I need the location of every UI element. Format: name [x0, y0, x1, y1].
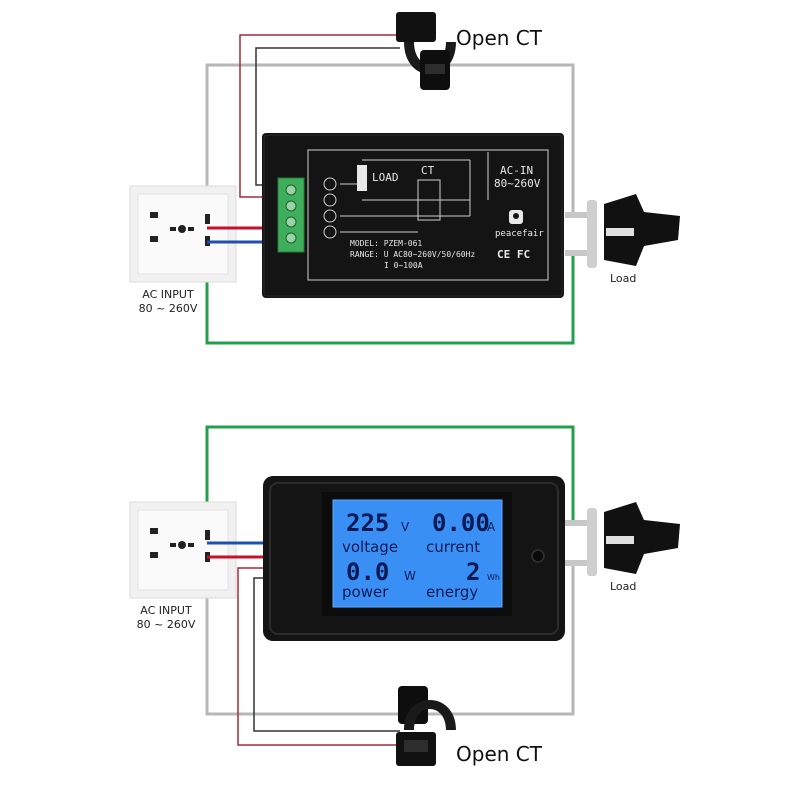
- voltage-unit: V: [401, 520, 410, 534]
- ac-input-title-top: AC INPUT: [142, 288, 194, 301]
- panel-range-line-u: RANGE: U AC80~260V/50/60Hz: [350, 250, 475, 259]
- top-green-wire: [205, 238, 575, 345]
- power-value: 0.0: [346, 558, 389, 586]
- panel-ac-in-label: AC-IN: [500, 164, 533, 177]
- lcd-screen: [333, 500, 502, 607]
- top-diagram: LOAD CT AC-IN 80~260V peacefair CE FC MO…: [129, 12, 680, 345]
- bottom-green-wire: [205, 425, 575, 525]
- open-ct-label-bottom: Open CT: [456, 742, 542, 766]
- panel-ac-in-range: 80~260V: [494, 177, 541, 190]
- bottom-ct-black-wire: [253, 577, 400, 732]
- top-load-plug: [565, 194, 680, 268]
- energy-label: energy: [426, 583, 478, 601]
- bottom-open-ct: [396, 686, 456, 766]
- ac-input-range-bottom: 80 ~ 260V: [136, 618, 196, 631]
- panel-cert: CE FC: [497, 248, 530, 261]
- voltage-label: voltage: [342, 538, 398, 556]
- bottom-device-front: 225 V voltage 0.00 A current 0.0 W power…: [263, 476, 565, 641]
- current-unit: A: [487, 520, 496, 534]
- top-ct-red-wire: [239, 34, 400, 198]
- load-label-top: Load: [610, 272, 637, 285]
- panel-ct-label: CT: [421, 164, 435, 177]
- energy-value: 2: [466, 558, 480, 586]
- power-unit: W: [404, 569, 416, 583]
- top-device-back-panel: LOAD CT AC-IN 80~260V peacefair CE FC MO…: [262, 133, 564, 298]
- voltage-value: 225: [346, 509, 389, 537]
- bottom-ct-red-wire: [237, 567, 400, 746]
- top-open-ct: [396, 12, 456, 90]
- ac-input-range-top: 80 ~ 260V: [138, 302, 198, 315]
- bottom-diagram: 225 V voltage 0.00 A current 0.0 W power…: [129, 425, 680, 766]
- load-label-bottom: Load: [610, 580, 637, 593]
- reset-button[interactable]: [531, 549, 545, 563]
- power-label: power: [342, 583, 389, 601]
- current-value: 0.00: [432, 509, 490, 537]
- ac-input-title-bottom: AC INPUT: [140, 604, 192, 617]
- ac-input-label-top: AC INPUT 80 ~ 260V: [128, 288, 208, 316]
- panel-model-line: MODEL: PZEM-061: [350, 239, 422, 248]
- energy-unit: Wh: [487, 573, 500, 582]
- ac-input-label-bottom: AC INPUT 80 ~ 260V: [126, 604, 206, 632]
- top-wall-socket: [129, 185, 237, 283]
- bottom-load-plug: [565, 502, 680, 576]
- open-ct-label-top: Open CT: [456, 26, 542, 50]
- panel-range-line-i: I 0~100A: [384, 261, 423, 270]
- top-grey-wire: [205, 63, 575, 212]
- current-label: current: [426, 538, 480, 556]
- bottom-wall-socket: [129, 501, 237, 599]
- panel-load-label: LOAD: [372, 171, 399, 184]
- panel-brand: peacefair: [495, 229, 544, 239]
- bottom-grey-wire: [205, 565, 575, 716]
